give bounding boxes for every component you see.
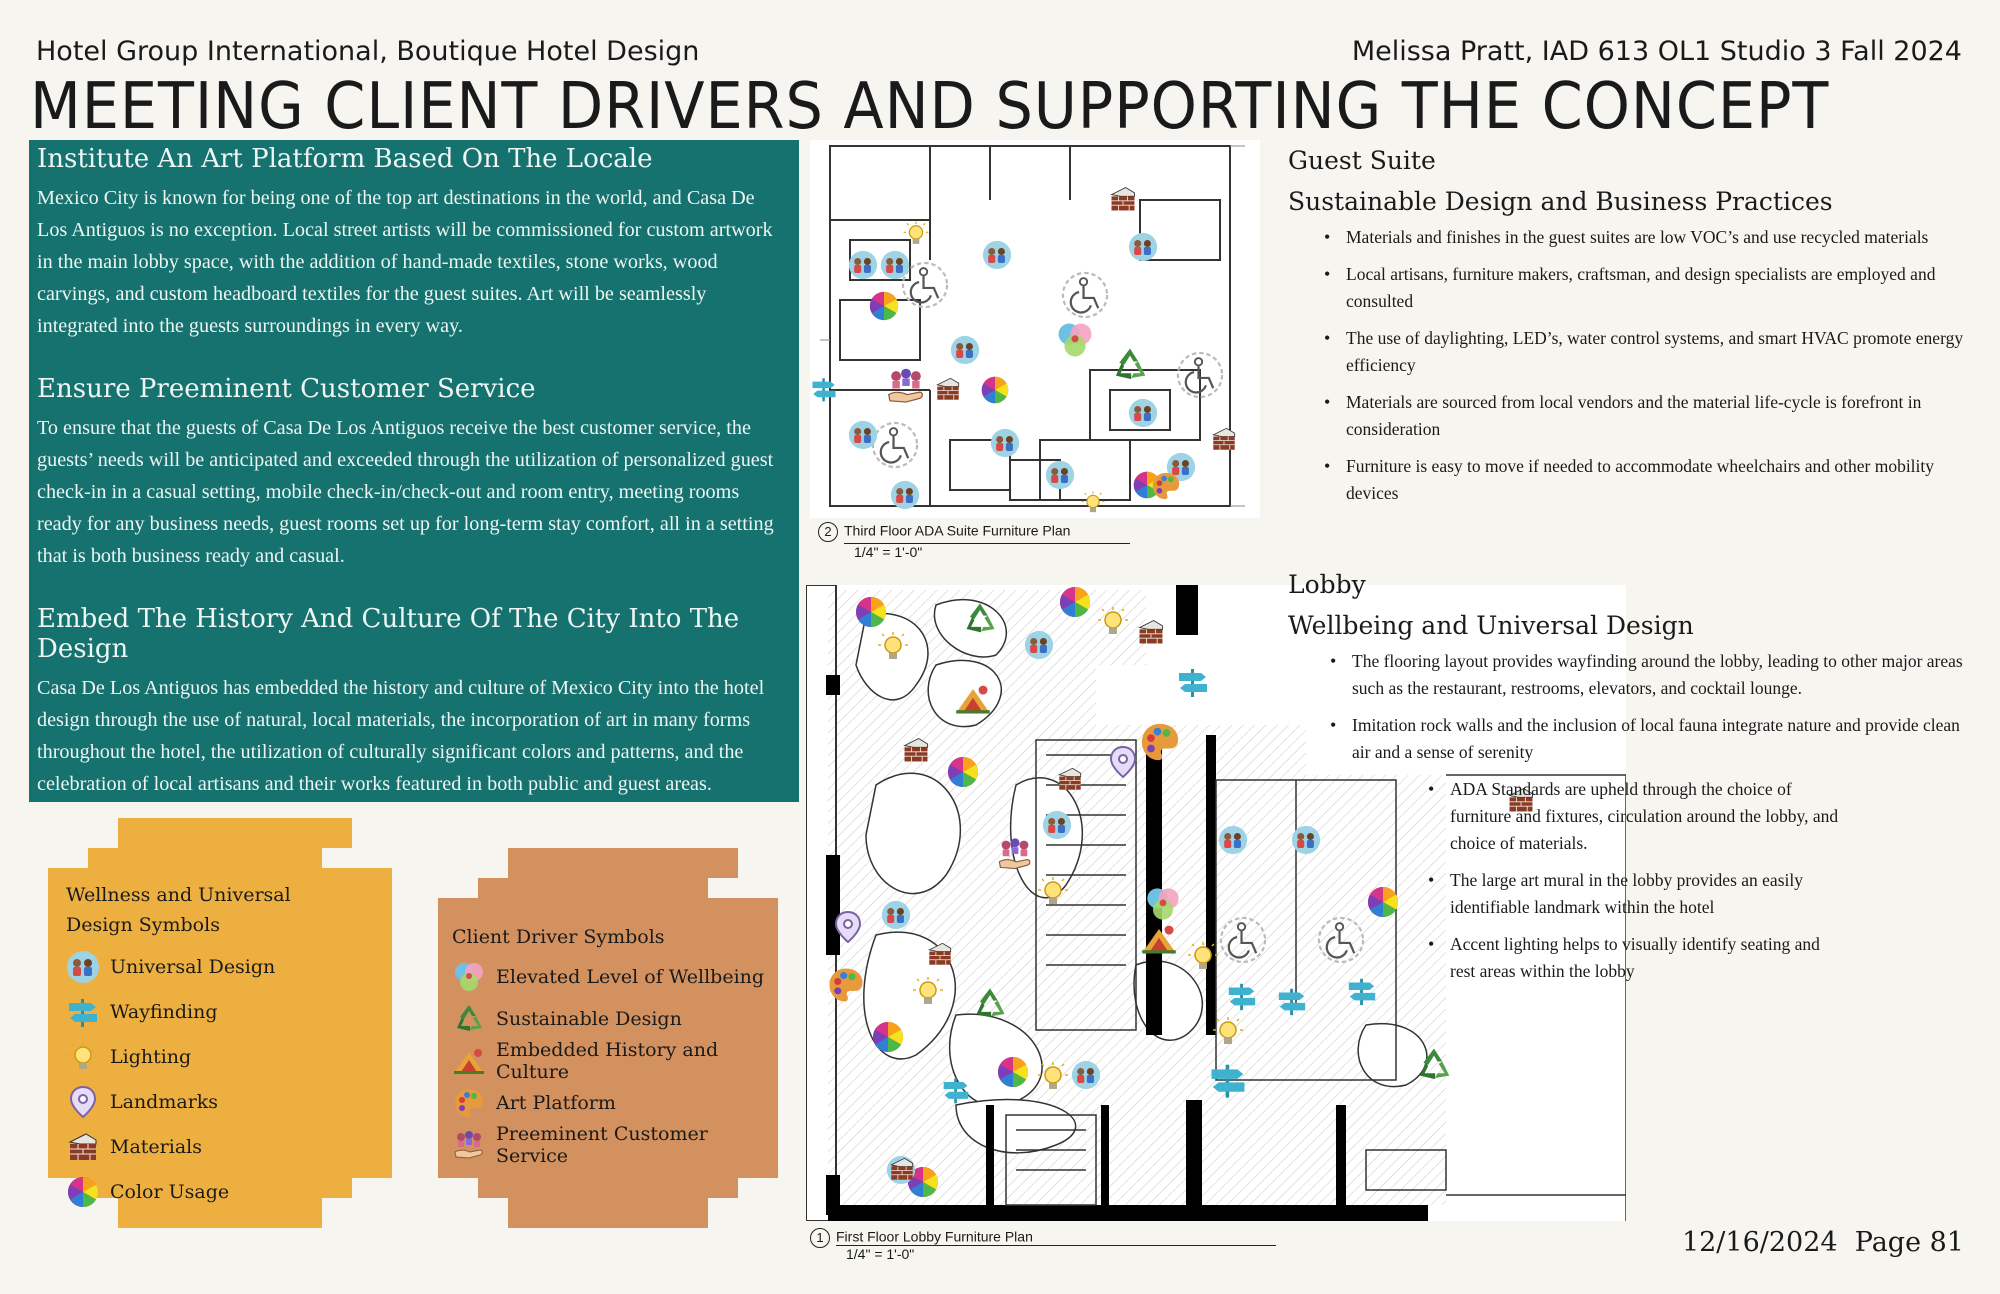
driver-heading-customer-service: Ensure Preeminent Customer Service	[37, 374, 536, 404]
legend-item-materials: Materials	[66, 1124, 376, 1169]
legend-badge-shape	[48, 818, 392, 1228]
third-floor-plan-caption: 2 Third Floor ADA Suite Furniture Plan 1/…	[818, 522, 1138, 560]
first-floor-plan-scale: 1/4" = 1'-0"	[846, 1246, 915, 1262]
lobby-heading: Lobby	[1288, 570, 1366, 599]
legend-label: Materials	[110, 1135, 202, 1158]
caption-underline	[844, 543, 1130, 544]
client-driver-symbols-legend: Client Driver Symbols Elevated Level of …	[438, 848, 778, 1228]
lobby-subheading: Wellbeing and Universal Design	[1288, 611, 1694, 640]
wellness-legend-title-line2: Design Symbols	[66, 914, 220, 936]
driver-body-art-platform: Mexico City is known for being one of th…	[37, 187, 773, 337]
wellness-legend-background	[48, 818, 392, 1228]
driver-heading-history-culture: Embed The History And Culture Of The Cit…	[37, 604, 740, 664]
third-floor-plan-scale: 1/4" = 1'-0"	[854, 544, 923, 560]
legend-item-wayfinding: Wayfinding	[66, 989, 376, 1034]
driver-body-history-culture: Casa De Los Antiguos has embedded the hi…	[37, 677, 765, 795]
first-floor-plan-caption: 1 First Floor Lobby Furniture Plan 1/4" =…	[810, 1228, 1280, 1262]
legend-label: Elevated Level of Wellbeing	[496, 966, 765, 988]
legend-label: Color Usage	[110, 1180, 230, 1203]
legend-item-customer-service: Preeminent Customer Service	[452, 1123, 772, 1167]
lobby-section: Lobby Wellbeing and Universal Design The…	[1288, 570, 1978, 995]
lobby-bullet-list-b: ADA Standards are upheld through the cho…	[1428, 776, 1848, 985]
list-item: Materials and finishes in the guest suit…	[1324, 224, 1968, 251]
universal-design-icon	[66, 950, 100, 984]
legend-item-wellbeing: Elevated Level of Wellbeing	[452, 956, 772, 998]
list-item: The large art mural in the lobby provide…	[1428, 867, 1848, 921]
guest-suite-subheading: Sustainable Design and Business Practice…	[1288, 187, 1833, 216]
driver-body-customer-service: To ensure that the guests of Casa De Los…	[37, 417, 774, 567]
legend-item-sustainable: Sustainable Design	[452, 998, 772, 1040]
signpost-icon	[66, 995, 100, 1029]
list-item: Furniture is easy to move if needed to a…	[1324, 453, 1968, 507]
legend-badge-shape	[438, 848, 778, 1228]
guest-suite-heading: Guest Suite	[1288, 146, 1436, 175]
client-drivers-panel: Institute An Art Platform Based On The L…	[29, 140, 799, 802]
footer-date: 12/16/2024	[1681, 1227, 1838, 1258]
list-item: Accent lighting helps to visually identi…	[1428, 931, 1848, 985]
plan-number-badge: 1	[810, 1228, 830, 1248]
list-item: The flooring layout provides wayfinding …	[1330, 648, 1978, 702]
legend-item-color-usage: Color Usage	[66, 1169, 376, 1214]
recycle-icon	[452, 1002, 486, 1036]
customer-service-icon	[452, 1128, 486, 1162]
page-footer: 12/16/2024 Page 81	[1682, 1227, 1964, 1258]
map-pin-icon	[66, 1085, 100, 1119]
plan-number-badge: 2	[818, 522, 838, 542]
legend-label: Universal Design	[110, 955, 276, 978]
legend-item-lighting: Lighting	[66, 1034, 376, 1079]
third-floor-plan-drawing	[810, 140, 1260, 518]
brick-wall-icon	[66, 1130, 100, 1164]
list-item: Local artisans, furniture makers, crafts…	[1324, 261, 1968, 315]
history-culture-icon	[452, 1044, 486, 1078]
paint-palette-icon	[452, 1086, 486, 1120]
project-header: Hotel Group International, Boutique Hote…	[36, 36, 700, 67]
lobby-bullet-list-a: The flooring layout provides wayfinding …	[1330, 648, 1978, 766]
wellness-legend-title-line1: Wellness and Universal	[66, 884, 291, 906]
client-legend-background	[438, 848, 778, 1228]
legend-label: Embedded History and Culture	[496, 1039, 719, 1083]
third-floor-plan-svg	[812, 145, 1245, 513]
client-legend-title: Client Driver Symbols	[452, 926, 665, 948]
list-item: The use of daylighting, LED’s, water con…	[1324, 325, 1968, 379]
list-item: Imitation rock walls and the inclusion o…	[1330, 712, 1978, 766]
footer-page-number: Page 81	[1854, 1227, 1964, 1258]
caption-underline	[836, 1245, 1276, 1246]
legend-label: Wayfinding	[110, 1000, 218, 1023]
legend-item-landmarks: Landmarks	[66, 1079, 376, 1124]
legend-label: Landmarks	[110, 1090, 219, 1113]
first-floor-plan-title: First Floor Lobby Furniture Plan	[836, 1228, 1033, 1245]
color-wheel-icon	[66, 1175, 100, 1209]
author-header: Melissa Pratt, IAD 613 OL1 Studio 3 Fall…	[1351, 36, 1962, 67]
legend-label: Art Platform	[496, 1092, 616, 1114]
legend-item-history-culture: Embedded History and Culture	[452, 1039, 772, 1083]
list-item: ADA Standards are upheld through the cho…	[1428, 776, 1848, 857]
driver-heading-art-platform: Institute An Art Platform Based On The L…	[37, 144, 653, 174]
legend-item-universal-design: Universal Design	[66, 944, 376, 989]
list-item: Materials are sourced from local vendors…	[1324, 389, 1968, 443]
guest-suite-section: Guest Suite Sustainable Design and Busin…	[1288, 146, 1968, 517]
legend-label: Preeminent Customer Service	[496, 1123, 708, 1167]
light-bulb-icon	[66, 1040, 100, 1074]
legend-label: Lighting	[110, 1045, 192, 1068]
first-floor-plan-svg	[805, 584, 1627, 1222]
wellbeing-icon	[452, 960, 486, 994]
third-floor-plan-title: Third Floor ADA Suite Furniture Plan	[844, 522, 1071, 539]
guest-suite-bullet-list: Materials and finishes in the guest suit…	[1324, 224, 1968, 507]
legend-item-art-platform: Art Platform	[452, 1082, 772, 1124]
legend-label: Sustainable Design	[496, 1008, 682, 1030]
page-title: MEETING CLIENT DRIVERS AND SUPPORTING TH…	[30, 70, 1830, 144]
